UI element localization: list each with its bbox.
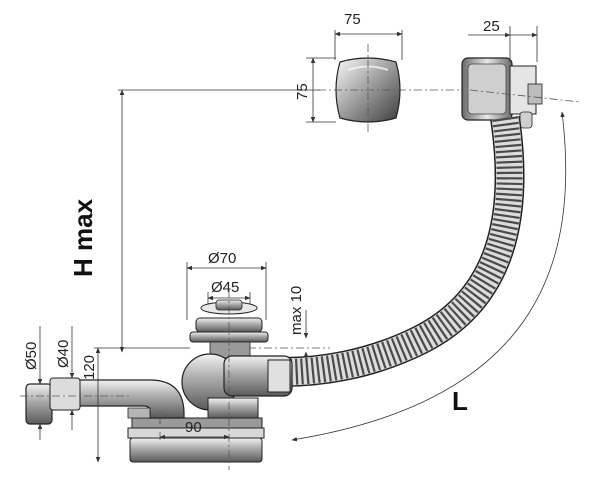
length-dimension — [291, 111, 567, 442]
dia70-label: Ø70 — [208, 250, 236, 267]
dia50-label: Ø50 — [23, 342, 40, 370]
overflow-depth-label: 25 — [483, 18, 500, 35]
overflow-head — [461, 57, 543, 129]
cap-height-label: 75 — [294, 83, 311, 100]
dia40-label: Ø40 — [55, 340, 72, 368]
cap-width-label: 75 — [344, 11, 361, 28]
dim120-label: 120 — [81, 355, 98, 380]
length-label: L — [452, 386, 468, 416]
dia45-label: Ø45 — [211, 279, 239, 296]
flexible-hose — [281, 115, 525, 387]
overflow-axis — [469, 89, 581, 103]
hmax-label: H max — [68, 198, 98, 277]
dim90-label: 90 — [185, 419, 202, 436]
max10-label: max 10 — [288, 286, 305, 335]
